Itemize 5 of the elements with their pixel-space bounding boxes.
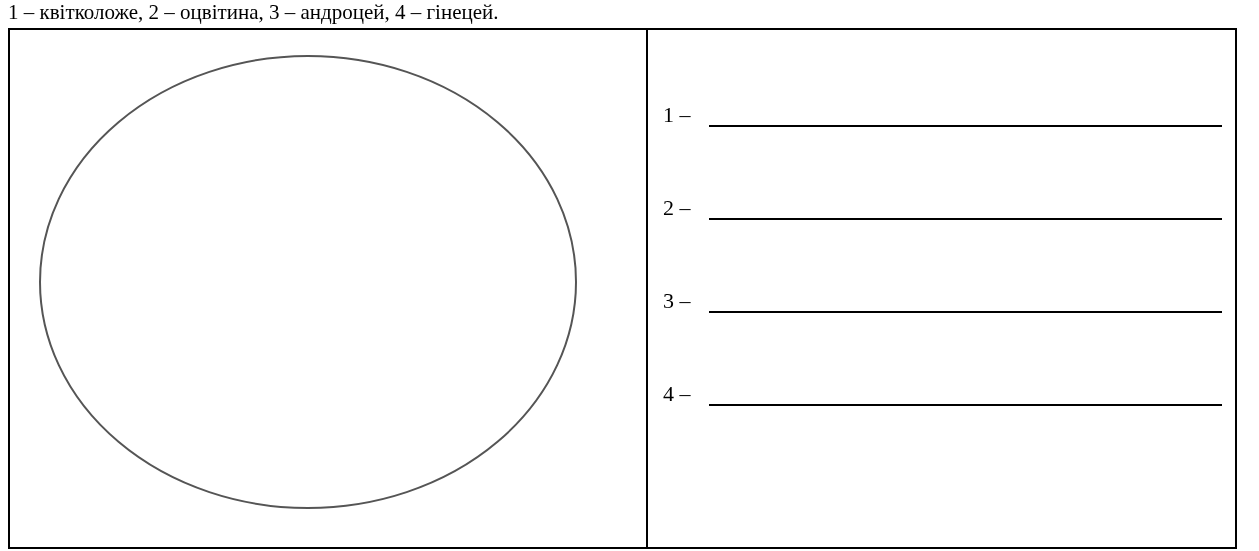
item-number: 4 – <box>663 381 691 407</box>
item-number: 3 – <box>663 288 691 314</box>
item-number: 2 – <box>663 195 691 221</box>
caption-text: 1 – квітколоже, 2 – оцвітина, 3 – андроцей, 4 – гінецей. <box>8 0 499 24</box>
item-number: 1 – <box>663 102 691 128</box>
